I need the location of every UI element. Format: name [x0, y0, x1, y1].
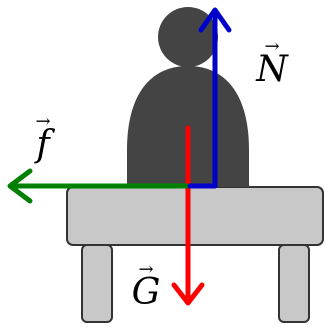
friction-force-symbol: f: [36, 124, 50, 165]
friction-force-label: → f: [26, 113, 60, 165]
gravity-vector-head: [171, 282, 205, 306]
normal-force-hat: →: [264, 36, 280, 57]
person-head: [158, 7, 218, 67]
table-leg-left: [81, 244, 113, 323]
normal-force-label: → N: [252, 38, 292, 90]
table-top: [66, 186, 324, 246]
normal-vector-head: [198, 7, 232, 33]
normal-vector-line: [187, 9, 218, 189]
friction-force-hat: →: [35, 111, 51, 132]
table-leg-right: [278, 244, 310, 323]
gravity-force-symbol: G: [131, 272, 161, 313]
friction-vector-head: [7, 168, 33, 204]
gravity-force-hat: →: [138, 259, 154, 280]
gravity-force-label: → G: [126, 261, 166, 313]
normal-force-symbol: N: [256, 49, 288, 90]
